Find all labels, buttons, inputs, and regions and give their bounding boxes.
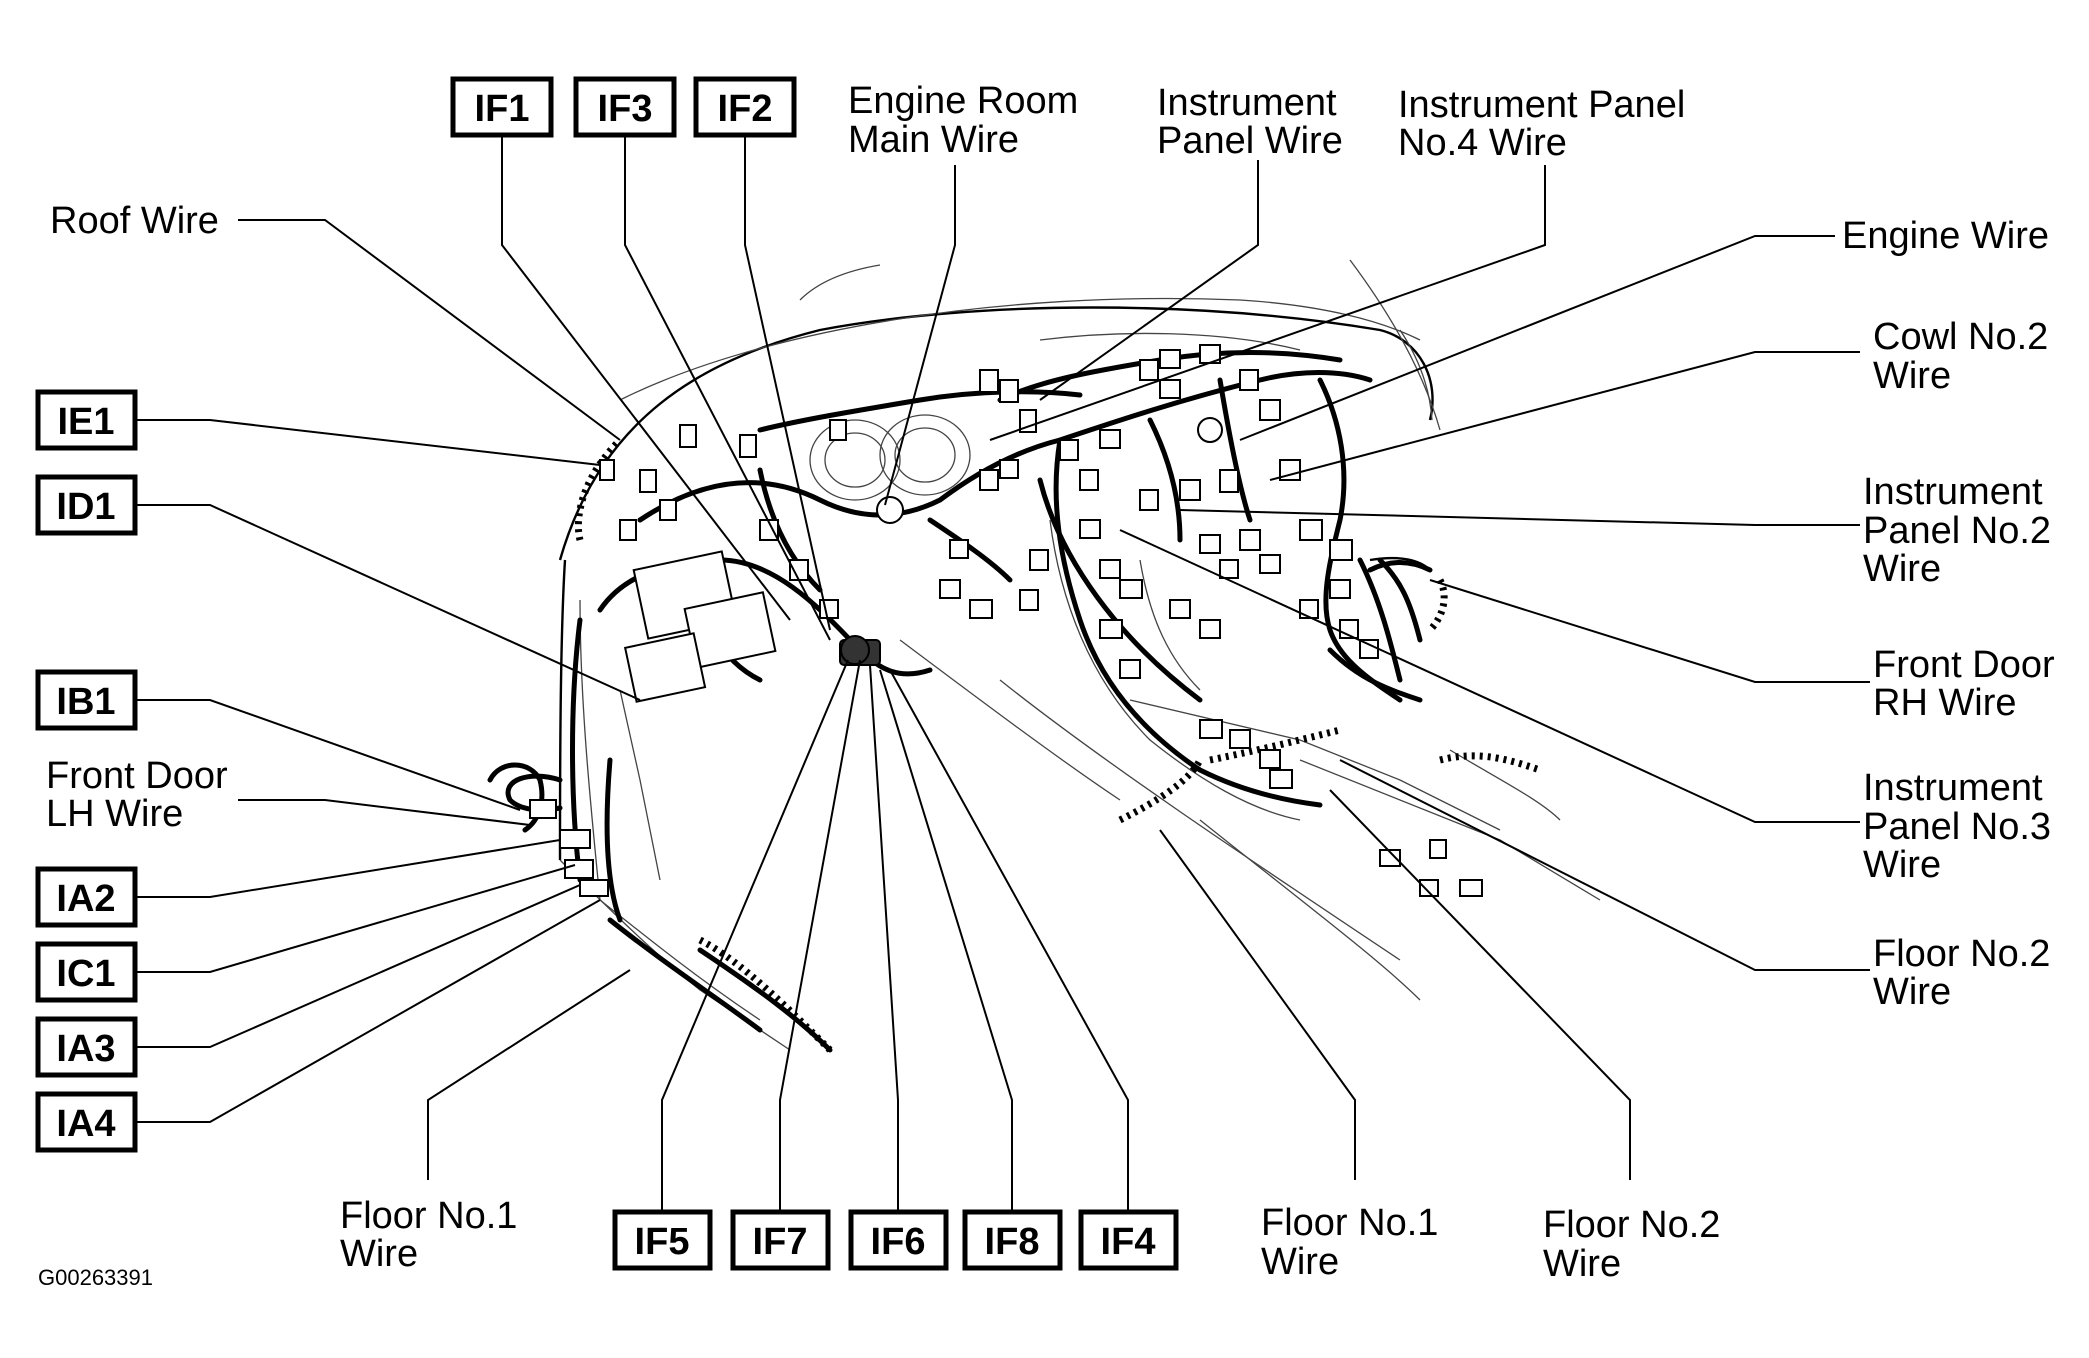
connector-if2: IF2 [693,76,797,138]
connector-ie1-label: IE1 [57,401,114,443]
figure-code: G00263391 [38,1265,153,1290]
connector-if6: IF6 [848,1209,949,1271]
connector-if8: IF8 [962,1209,1063,1271]
connector-if7: IF7 [730,1209,831,1271]
floor-no2-wire-right-label-1: Floor No.2 [1873,933,2050,975]
cowl-no2-wire-label-2: Wire [1873,355,1951,397]
connector-if4: IF4 [1078,1209,1179,1271]
engine-wire-label: Engine Wire [1842,215,2049,257]
connector-if3: IF3 [573,76,677,138]
connector-ia2-label: IA2 [56,878,115,920]
floor-no1-wire-bottom-label-2: Wire [1261,1241,1339,1283]
connector-if2-label: IF2 [718,88,773,130]
floor-no1-wire-left-label-1: Floor No.1 [340,1195,517,1237]
instrument-panel-no2-wire-label-1: Instrument [1863,471,2043,513]
front-door-lh-wire-label-2: LH Wire [46,793,183,835]
connector-ie1: IE1 [35,389,138,451]
front-door-lh-wire-label-1: Front Door [46,755,228,797]
connector-if3-label: IF3 [598,88,653,130]
connector-ia3-label: IA3 [56,1028,115,1070]
connector-id1: ID1 [35,474,138,536]
connector-ia2: IA2 [35,866,138,928]
leader-lines [135,135,1870,1210]
floor-no2-wire-bottom-label-2: Wire [1543,1243,1621,1285]
connector-ic1-label: IC1 [56,953,115,995]
instrument-panel-no4-wire-label-1: Instrument Panel [1398,84,1685,126]
connector-if5: IF5 [612,1209,713,1271]
instrument-panel-no2-wire-label-2: Panel No.2 [1863,510,2051,552]
connector-ib1-label: IB1 [56,681,115,723]
connector-id1-label: ID1 [56,486,115,528]
floor-no2-wire-bottom-label-1: Floor No.2 [1543,1204,1720,1246]
instrument-panel-no4-wire-label-2: No.4 Wire [1398,122,1567,164]
connector-if6-label: IF6 [871,1221,926,1263]
engine-room-main-wire-label-1: Engine Room [848,80,1078,122]
connector-if4-label: IF4 [1101,1221,1156,1263]
instrument-panel-no3-wire-label-3: Wire [1863,844,1941,886]
connector-if8-label: IF8 [985,1221,1040,1263]
floor-no1-wire-bottom-label-1: Floor No.1 [1261,1202,1438,1244]
instrument-panel-no3-wire-label-1: Instrument [1863,767,2043,809]
cowl-no2-wire-label-1: Cowl No.2 [1873,316,2048,358]
connector-ia3: IA3 [35,1016,138,1078]
instrument-panel-no3-wire-label-2: Panel No.3 [1863,806,2051,848]
floor-no1-wire-left-label-2: Wire [340,1233,418,1275]
engine-room-main-wire-label-2: Main Wire [848,119,1019,161]
dashboard-illustration [487,259,1601,1053]
connector-ic1: IC1 [35,941,138,1003]
connector-if1: IF1 [450,76,554,138]
front-door-rh-wire-label-1: Front Door [1873,644,2055,686]
connector-ib1: IB1 [35,669,138,731]
connector-if1-label: IF1 [475,88,530,130]
connector-ia4-label: IA4 [56,1103,115,1145]
connector-if5-label: IF5 [635,1221,690,1263]
instrument-panel-wire-label-2: Panel Wire [1157,120,1343,162]
roof-wire-label: Roof Wire [50,200,219,242]
instrument-panel-no2-wire-label-3: Wire [1863,548,1941,590]
front-door-rh-wire-label-2: RH Wire [1873,682,2017,724]
instrument-panel-wire-label-1: Instrument [1157,82,1337,124]
connector-ia4: IA4 [35,1091,138,1153]
connector-if7-label: IF7 [753,1221,808,1263]
floor-no2-wire-right-label-2: Wire [1873,971,1951,1013]
